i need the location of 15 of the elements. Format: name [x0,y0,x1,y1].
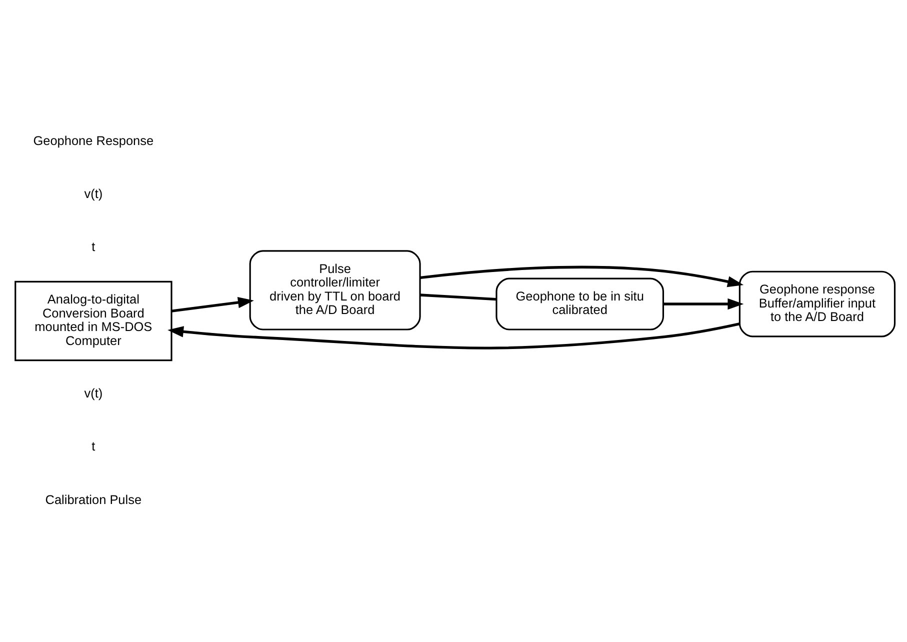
arrow [663,298,744,310]
node-box: Geophone response Buffer/amplifier input to the A/D Board [738,270,896,338]
label: Calibration Pulse [44,492,142,507]
connector [420,294,496,301]
label: t [91,438,95,454]
label: Geophone Response [32,132,154,148]
arrow [170,296,254,312]
node-box: Analog-to-digital Conversion Board mounted in MS-DOS Computer [14,280,172,362]
node-box: Geophone to be in situ calibrated [495,278,664,330]
node-box: Pulse controller/limiter driven by TTL on board the A/D Board [248,250,420,330]
arrow [420,266,744,288]
arrow [167,322,740,350]
label: v(t) [84,186,102,201]
label: t [91,239,95,254]
label: v(t) [84,386,102,401]
